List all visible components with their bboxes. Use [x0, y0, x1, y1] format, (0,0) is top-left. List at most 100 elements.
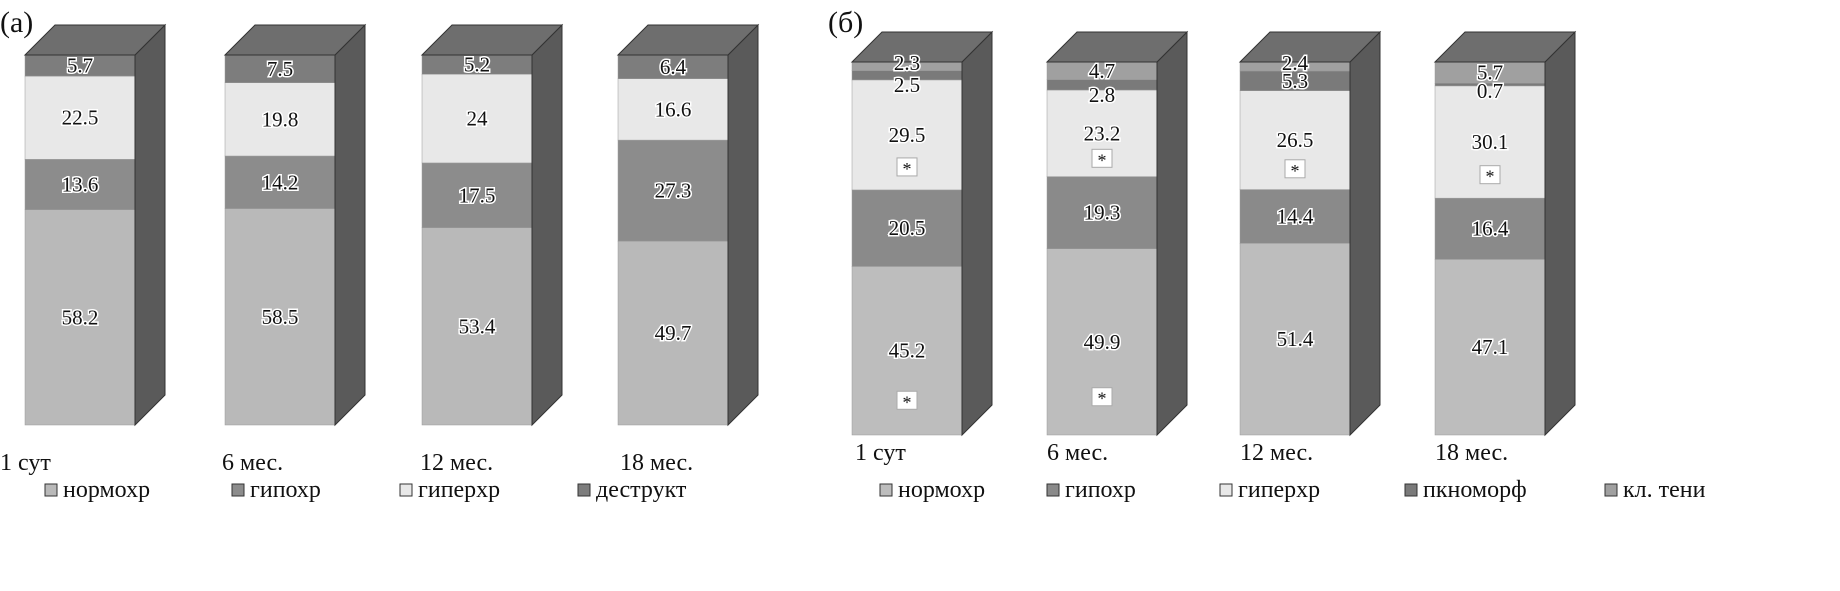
data-label: 5.3 — [1282, 69, 1308, 93]
bar-segment-гипохр — [224, 155, 336, 209]
significance-marker: * — [903, 392, 912, 412]
data-label: 6.4 — [660, 55, 687, 79]
data-label: 53.4 — [459, 314, 496, 338]
category-label: 18 мес. — [620, 450, 693, 476]
legend-swatch — [44, 483, 58, 497]
significance-marker: * — [1486, 167, 1495, 187]
bar-segment-гипохр — [1434, 197, 1546, 260]
bar-segment-нормохр — [617, 240, 729, 426]
category-label: 1 сут — [855, 440, 906, 466]
legend-swatch — [879, 483, 893, 497]
data-label: 58.5 — [262, 305, 299, 329]
data-label: 29.5 — [889, 123, 926, 147]
bar-top-face — [1045, 31, 1189, 63]
legend-label: гипохр — [250, 477, 321, 503]
data-label: 49.9 — [1084, 330, 1121, 354]
bar-segment-нормохр — [421, 227, 533, 426]
data-label: 2.8 — [1089, 83, 1115, 107]
data-label: 2.5 — [894, 73, 920, 97]
data-label: 4.7 — [1089, 59, 1115, 83]
data-label: 14.2 — [262, 170, 299, 194]
data-label: 14.4 — [1277, 204, 1314, 228]
legend-swatch — [577, 483, 591, 497]
bar-top-face — [1238, 31, 1382, 63]
significance-marker-box — [1091, 148, 1113, 168]
data-label: 49.7 — [655, 321, 692, 345]
data-label: 7.5 — [267, 57, 293, 81]
data-label: 47.1 — [1472, 335, 1509, 359]
bar-segment-нормохр — [1239, 243, 1351, 436]
legend-swatch — [399, 483, 413, 497]
legend-swatch — [1404, 483, 1418, 497]
bar-segment-гипохр — [24, 159, 136, 210]
bar-top-face — [420, 24, 564, 56]
data-label: 2.3 — [894, 51, 920, 75]
significance-marker: * — [903, 159, 912, 179]
bar-side-face — [961, 30, 993, 437]
bar-side-face — [727, 23, 759, 427]
bar-top-face — [1433, 31, 1577, 63]
bar-side-face — [531, 23, 563, 427]
bar-segment-гипохр — [617, 139, 729, 242]
category-label: 18 мес. — [1435, 440, 1508, 466]
category-label: 6 мес. — [222, 450, 283, 476]
bar-segment-гиперхр — [421, 73, 533, 164]
data-label: 27.3 — [655, 179, 692, 203]
legend-label: пкноморф — [1423, 477, 1527, 503]
data-label: 17.5 — [459, 183, 496, 207]
legend-label: деструкт — [596, 477, 687, 503]
bar-side-face — [134, 23, 166, 427]
data-label: 30.1 — [1472, 130, 1509, 154]
bar-segment-нормохр — [1434, 259, 1546, 436]
data-label: 16.6 — [655, 97, 692, 121]
data-label: 2.4 — [1282, 51, 1309, 75]
significance-marker: * — [1291, 161, 1300, 181]
category-label: 12 мес. — [420, 450, 493, 476]
category-label: 1 сут — [0, 450, 51, 476]
data-label: 5.2 — [464, 53, 490, 77]
data-label: 23.2 — [1084, 121, 1121, 145]
data-label: 5.7 — [1477, 61, 1503, 85]
significance-marker-box — [1091, 387, 1113, 407]
bar-segment-гиперхр — [617, 78, 729, 141]
data-label: 19.3 — [1084, 201, 1121, 225]
significance-marker-box — [896, 157, 918, 177]
legend-label: гиперхр — [418, 477, 500, 503]
data-label: 51.4 — [1277, 327, 1314, 351]
data-label: 45.2 — [889, 339, 926, 363]
bar-segment-гиперхр — [224, 82, 336, 157]
legend-label: нормохр — [63, 477, 150, 503]
significance-marker-box — [1284, 159, 1306, 179]
chart-title: (б) — [828, 6, 863, 39]
bar-segment-нормохр — [224, 208, 336, 426]
data-label: 24 — [467, 107, 489, 131]
legend-label: гиперхр — [1238, 477, 1320, 503]
legend-swatch — [231, 483, 245, 497]
significance-marker: * — [1098, 389, 1107, 409]
bar-segment-нормохр — [24, 209, 136, 426]
significance-marker-box — [896, 390, 918, 410]
data-label: 5.7 — [67, 54, 93, 78]
legend-label: кл. тени — [1623, 477, 1706, 503]
bar-side-face — [334, 23, 366, 427]
bar-top-face — [616, 24, 760, 56]
bar-top-face — [850, 31, 994, 63]
data-label: 22.5 — [62, 106, 99, 130]
bar-segment-деструкт — [224, 54, 336, 83]
data-label: 13.6 — [62, 173, 99, 197]
data-label: 20.5 — [889, 216, 926, 240]
legend-swatch — [1046, 483, 1060, 497]
data-label: 16.4 — [1472, 217, 1509, 241]
data-label: 26.5 — [1277, 128, 1314, 152]
bar-side-face — [1156, 30, 1188, 437]
significance-marker-box — [1479, 165, 1501, 185]
legend-label: гипохр — [1065, 477, 1136, 503]
chart-title: (а) — [0, 6, 33, 39]
bar-side-face — [1349, 30, 1381, 437]
bar-top-face — [223, 24, 367, 56]
category-label: 12 мес. — [1240, 440, 1313, 466]
data-label: 58.2 — [62, 305, 99, 329]
bar-side-face — [1544, 30, 1576, 437]
